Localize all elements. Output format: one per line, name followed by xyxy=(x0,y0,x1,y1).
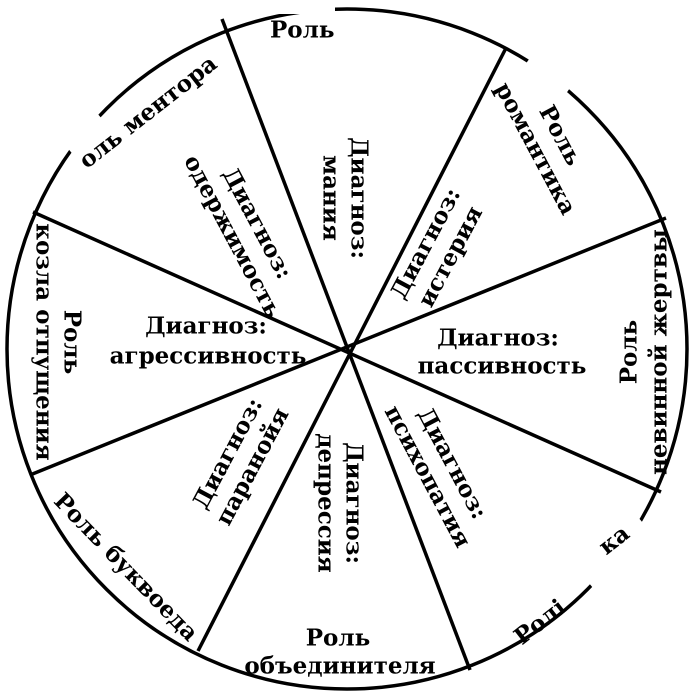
role-unifier-line-2: объединителя xyxy=(244,653,435,680)
diagnosis-aggression-line-2: агрессивность xyxy=(110,343,307,370)
spoke-3 xyxy=(29,216,667,477)
diagnosis-mania-line-2: мания xyxy=(318,155,345,241)
role-scapegoat-line-2: козла отпущения xyxy=(31,223,58,460)
diagnosis-paranoia: Диагноз: паранойя xyxy=(187,393,294,530)
diagnosis-depression-line-1: Диагноз: xyxy=(341,442,368,564)
spoke-4 xyxy=(32,210,662,494)
role-unifier: Роль объединителя xyxy=(244,625,435,680)
role-victim: Роль невинной жертвы xyxy=(616,229,673,475)
outline-gap-romantic xyxy=(513,49,577,111)
diagnosis-mania-line-1: Диагноз: xyxy=(346,137,373,259)
role-lower-right-fragment-2: Ролі xyxy=(509,593,571,650)
outline-gap-mentor xyxy=(47,94,108,155)
wheel-outline xyxy=(5,7,689,691)
diagnosis-depression-line-2: депрессия xyxy=(313,433,340,573)
role-bookworm-label: Роль буквоеда xyxy=(48,487,203,646)
diagnosis-passivity-line-1: Диагноз: xyxy=(437,325,559,352)
spoke-1 xyxy=(220,18,472,671)
spoke-2 xyxy=(196,47,508,652)
outline-gap-lower-right xyxy=(551,487,659,593)
role-victim-line-1: Роль xyxy=(616,320,643,384)
diagnosis-aggression: Диагноз: агрессивность xyxy=(110,313,307,370)
role-scapegoat: Роль козла отпущения xyxy=(31,223,86,460)
outline-gap-top xyxy=(225,0,335,14)
diagnosis-passivity-line-2: пассивность xyxy=(418,353,587,380)
diagnosis-mania: Диагноз: мания xyxy=(318,137,373,259)
role-scapegoat-line-1: Роль xyxy=(59,310,86,374)
diagnosis-aggression-line-1: Диагноз: xyxy=(145,313,267,340)
role-victim-line-2: невинной жертвы xyxy=(646,229,673,475)
diagnosis-obsession: Диагноз: одержимость xyxy=(178,150,298,322)
role-unifier-line-1: Роль xyxy=(306,625,370,652)
diagnosis-passivity: Диагноз: пассивность xyxy=(418,325,587,380)
diagnosis-depression: Диагноз: депрессия xyxy=(313,433,368,573)
role-top-label: Роль xyxy=(270,17,334,44)
